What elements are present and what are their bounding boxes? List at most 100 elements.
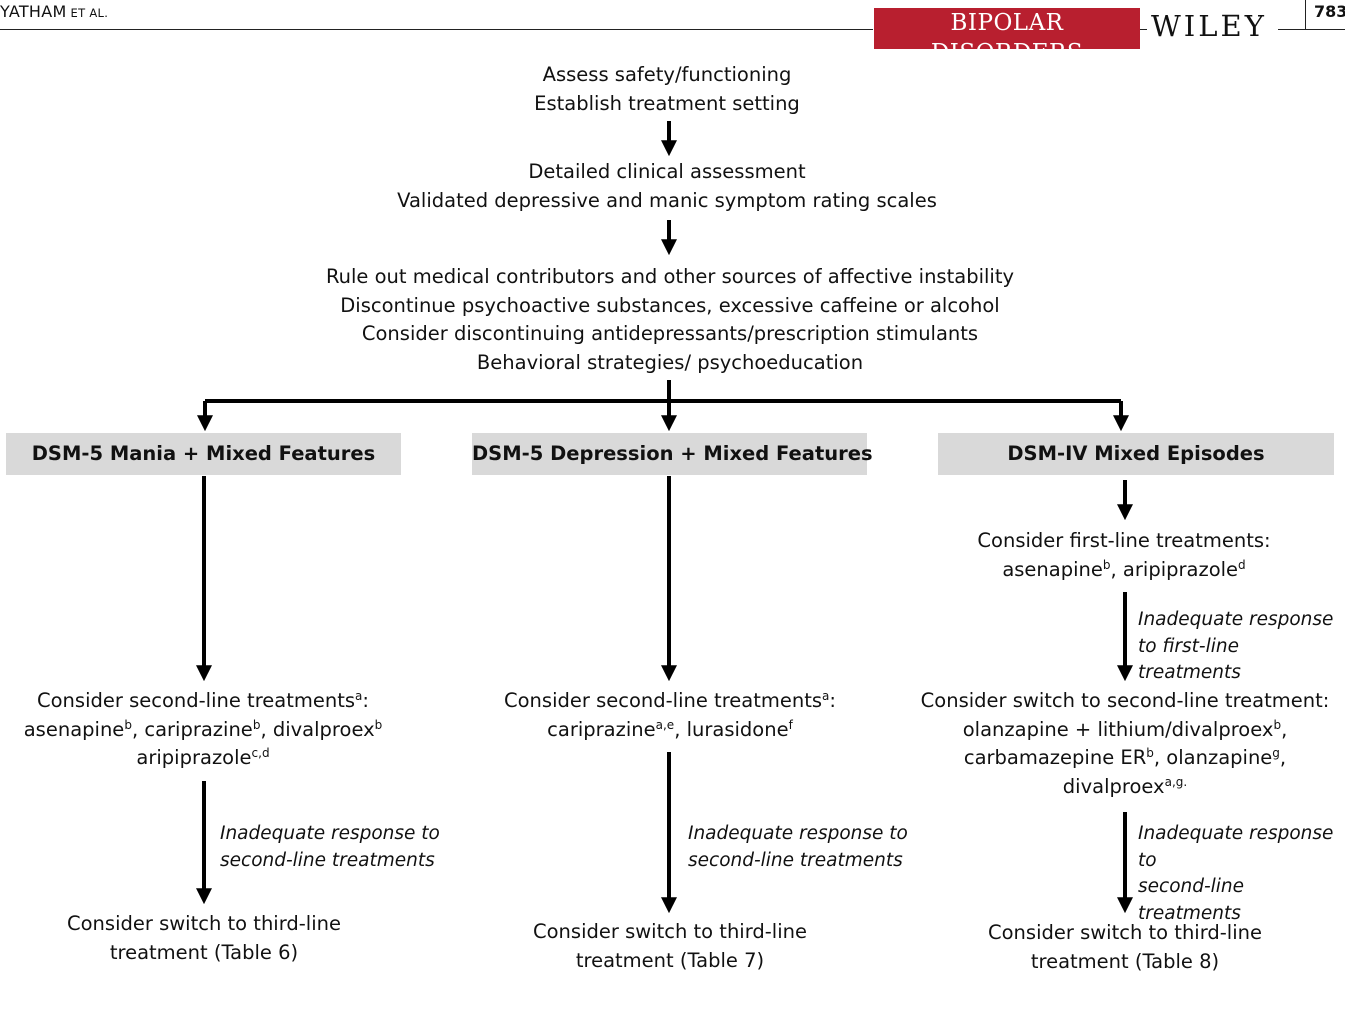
- label-line: second-line treatments: [1138, 876, 1245, 924]
- col1-inadequate-response: Inadequate response to second-line treat…: [220, 821, 440, 874]
- col3-inadequate-first-line: Inadequate response to first-line treatm…: [1138, 607, 1345, 687]
- drug-name: cariprazine: [144, 717, 253, 741]
- separator: ,: [1281, 717, 1288, 741]
- footnote-mark: b: [1146, 746, 1154, 760]
- col3-third-line: Consider switch to third-line treatment …: [988, 919, 1262, 976]
- step-line: Consider discontinuing antidepressants/p…: [361, 322, 979, 345]
- title-suffix: :: [829, 689, 836, 712]
- drug-name: lurasidone: [686, 717, 789, 741]
- col3-drug-line-1: olanzapine + lithium/divalproexb,: [921, 716, 1330, 745]
- step-assess-safety: Assess safety/functioning Establish trea…: [534, 61, 800, 118]
- footnote-mark: f: [788, 717, 793, 732]
- separator: ,: [260, 717, 273, 741]
- col2-drug-line-1: cariprazinea,e, lurasidonef: [504, 716, 836, 745]
- footnote-mark: b: [124, 717, 132, 732]
- footnote-mark: a,g.: [1164, 774, 1188, 789]
- separator: ,: [1110, 557, 1123, 581]
- header-dsm5-depression-mixed: DSM-5 Depression + Mixed Features: [472, 433, 873, 475]
- footnote-mark: g: [1272, 746, 1280, 760]
- header-rule-right: [1278, 29, 1345, 30]
- col3-inadequate-second-line: Inadequate response to second-line treat…: [1138, 821, 1345, 927]
- separator: ,: [674, 717, 687, 741]
- col3-first-line-drugs: asenapineb, aripiprazoled: [977, 556, 1270, 585]
- drug-name: divalproex: [272, 717, 375, 741]
- col2-third-line: Consider switch to third-line treatment …: [533, 918, 807, 975]
- drug-name: olanzapine + lithium/divalproex: [962, 717, 1274, 741]
- text-line: treatment (Table 8): [1030, 949, 1220, 973]
- label-line: Inadequate response to: [688, 823, 908, 844]
- label-line: second-line treatments: [220, 849, 435, 871]
- col1-second-line-treatments: Consider second-line treatmentsa: asenap…: [24, 687, 383, 773]
- drug-name: olanzapine: [1166, 746, 1273, 769]
- footnote-mark: b: [1273, 717, 1282, 732]
- header-rule-mid: [1139, 29, 1147, 30]
- text-line: Consider switch to third-line: [988, 921, 1262, 944]
- running-head-etal: ET AL.: [66, 6, 109, 20]
- label-line: Inadequate response to: [220, 823, 440, 844]
- drug-name: divalproex: [1062, 774, 1165, 798]
- label-line: Inadequate response to: [1138, 823, 1334, 871]
- separator: ,: [1279, 746, 1287, 769]
- col1-third-line: Consider switch to third-line treatment …: [67, 910, 341, 967]
- journal-subtitle: AN INTERNATIONAL JOURNAL OF PSYCHIATRY A…: [890, 68, 1124, 74]
- journal-title: BIPOLAR DISORDERS: [930, 10, 1084, 66]
- col2-second-line-title: Consider second-line treatmentsa:: [504, 687, 836, 716]
- col3-first-line-title: Consider first-line treatments:: [977, 529, 1271, 552]
- page-number: 783: [1314, 2, 1345, 21]
- step-line: Discontinue psychoactive substances, exc…: [340, 293, 1000, 317]
- step-line: Detailed clinical assessment: [528, 160, 806, 183]
- running-head-author: YATHAM: [0, 2, 67, 21]
- header-rule: [0, 29, 873, 30]
- separator: ,: [131, 717, 145, 741]
- footnote-mark: b: [374, 717, 383, 732]
- label-line: second-line treatments: [688, 849, 903, 871]
- col1-drug-line-1: asenapineb, cariprazineb, divalproexb: [24, 716, 383, 745]
- col3-second-line-title: Consider switch to second-line treatment…: [920, 689, 1330, 712]
- step-line: Establish treatment setting: [534, 91, 800, 115]
- drug-name: asenapine: [23, 717, 125, 741]
- drug-name: aripiprazole: [1122, 557, 1239, 581]
- col3-drug-line-3: divalproexa,g.: [921, 773, 1330, 802]
- drug-name: aripiprazole: [136, 746, 252, 769]
- col3-second-line-treatments: Consider switch to second-line treatment…: [921, 687, 1330, 801]
- footnote-mark: b: [252, 717, 261, 732]
- step-rule-out: Rule out medical contributors and other …: [326, 263, 1014, 377]
- footnote-mark: a: [822, 689, 830, 703]
- title-text: Consider second-line treatments: [37, 689, 356, 712]
- col1-second-line-title: Consider second-line treatmentsa:: [24, 687, 383, 716]
- col3-drug-line-2: carbamazepine ERb, olanzapineg,: [921, 744, 1330, 773]
- col2-inadequate-response: Inadequate response to second-line treat…: [688, 821, 908, 874]
- step-line: Validated depressive and manic symptom r…: [397, 188, 937, 212]
- footnote-mark: a,e: [655, 717, 675, 732]
- text-line: treatment (Table 7): [575, 948, 765, 972]
- col1-drug-line-2: aripiprazolec,d: [24, 744, 383, 773]
- text-line: treatment (Table 6): [109, 940, 299, 964]
- journal-logo: BIPOLAR DISORDERS AN INTERNATIONAL JOURN…: [874, 8, 1140, 74]
- running-head: YATHAM ET AL.: [0, 2, 108, 21]
- title-text: Consider second-line treatments: [504, 689, 823, 712]
- header-dsm4-mixed-episodes: DSM-IV Mixed Episodes: [938, 433, 1334, 475]
- col3-first-line-treatments: Consider first-line treatments: asenapin…: [977, 527, 1270, 584]
- separator: ,: [1153, 746, 1167, 769]
- label-line: Inadequate response: [1138, 609, 1334, 630]
- col2-second-line-treatments: Consider second-line treatmentsa: caripr…: [504, 687, 836, 744]
- label-line: to first-line treatments: [1138, 635, 1241, 684]
- step-line: Rule out medical contributors and other …: [325, 265, 1015, 288]
- drug-name: carbamazepine ER: [963, 746, 1147, 769]
- text-line: Consider switch to third-line: [533, 920, 807, 943]
- header-dsm5-mania-mixed: DSM-5 Mania + Mixed Features: [6, 433, 401, 475]
- footnote-mark: a: [355, 689, 363, 703]
- footnote-mark: d: [1238, 557, 1246, 572]
- step-line: Behavioral strategies/ psychoeducation: [476, 350, 864, 374]
- step-clinical-assessment: Detailed clinical assessment Validated d…: [397, 158, 937, 215]
- title-suffix: :: [362, 689, 369, 712]
- drug-name: asenapine: [1002, 557, 1103, 581]
- step-line: Assess safety/functioning: [542, 63, 792, 86]
- drug-name: cariprazine: [547, 717, 656, 741]
- header-divider: [1305, 0, 1306, 30]
- publisher-logo: WILEY: [1151, 9, 1267, 43]
- footnote-mark: b: [1102, 557, 1111, 572]
- footnote-mark: c,d: [251, 746, 270, 760]
- text-line: Consider switch to third-line: [67, 912, 341, 935]
